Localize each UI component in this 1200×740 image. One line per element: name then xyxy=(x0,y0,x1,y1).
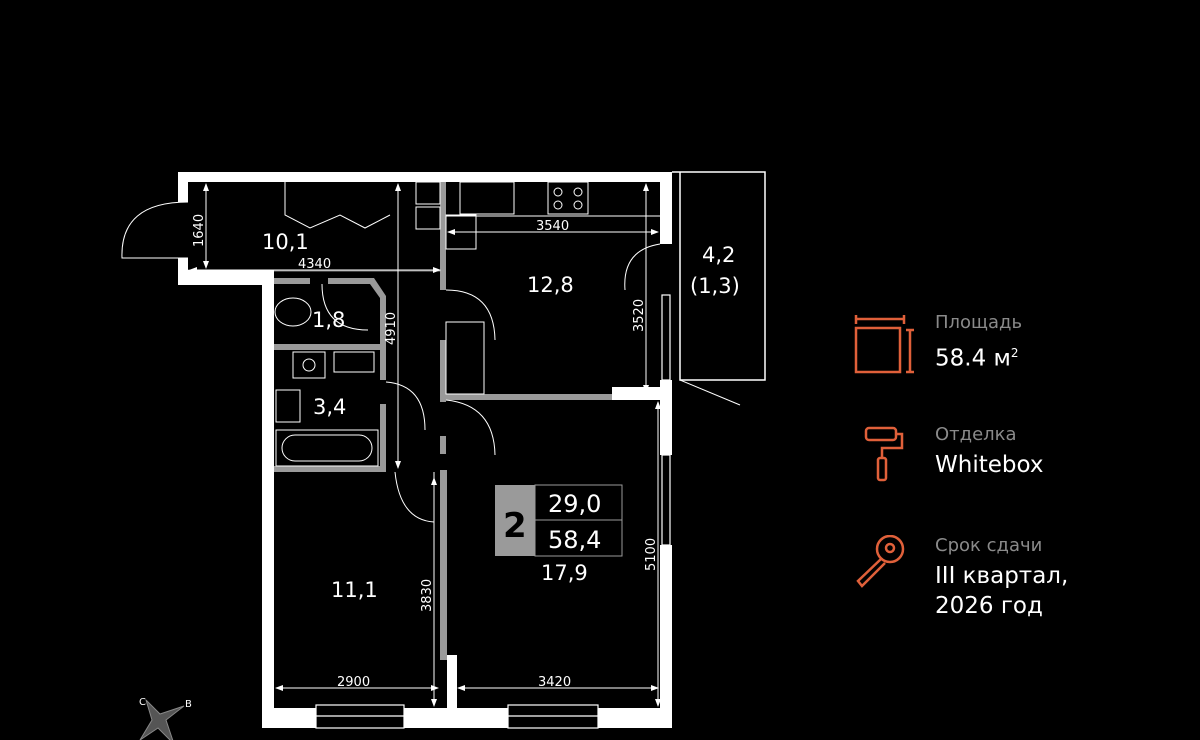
area-unit-sup: 2 xyxy=(1010,346,1019,360)
outer-walls xyxy=(178,172,672,728)
badge-living-area: 29,0 xyxy=(548,490,601,518)
badge-rooms-count: 2 xyxy=(503,506,527,546)
compass: С В xyxy=(139,697,192,740)
key-icon xyxy=(856,535,905,588)
paint-roller-icon xyxy=(864,426,904,482)
balcony xyxy=(624,171,766,406)
deadline-quarter: III квартал, xyxy=(935,563,1069,589)
compass-north: С xyxy=(139,697,146,708)
finish-value: Whitebox xyxy=(935,452,1044,478)
room-area-balcony: 4,2 xyxy=(702,243,735,267)
room-area-hall: 10,1 xyxy=(262,230,309,254)
dim-hall-width: 4340 xyxy=(298,257,331,272)
room-area-bedroom: 11,1 xyxy=(331,578,378,602)
area-label: Площадь xyxy=(935,312,1023,333)
dim-corridor-length: 4910 xyxy=(384,312,399,345)
deadline-label: Срок сдачи xyxy=(935,535,1043,556)
partitions xyxy=(274,182,612,660)
finish-label: Отделка xyxy=(935,424,1017,445)
area-icon xyxy=(854,315,914,374)
dim-bedroom-height: 3830 xyxy=(420,579,435,612)
room-area-living: 17,9 xyxy=(541,561,588,585)
badge-total-area: 58,4 xyxy=(548,526,601,554)
room-area-balcony-reduced: (1,3) xyxy=(690,274,740,298)
dim-kitchen-height: 3520 xyxy=(632,299,647,332)
deadline-year: 2026 год xyxy=(935,593,1043,619)
dimension-lines xyxy=(189,183,661,707)
room-area-kitchen: 12,8 xyxy=(527,273,574,297)
windows xyxy=(315,294,671,729)
dim-living-height: 5100 xyxy=(644,538,659,571)
area-number: 58.4 м xyxy=(935,345,1011,372)
dim-hall-height: 1640 xyxy=(192,214,207,247)
area-value: 58.4 м2 xyxy=(935,338,1019,374)
room-area-wc: 1,8 xyxy=(312,308,345,332)
apartment-badge: 2 29,0 58,4 xyxy=(495,484,623,557)
room-area-bathroom: 3,4 xyxy=(313,395,346,419)
dim-bedroom-width: 2900 xyxy=(337,675,370,690)
dim-living-width: 3420 xyxy=(538,675,571,690)
dim-kitchen-width: 3540 xyxy=(536,219,569,234)
compass-east: В xyxy=(185,699,192,710)
deadline-value: III квартал, 2026 год xyxy=(935,561,1068,621)
